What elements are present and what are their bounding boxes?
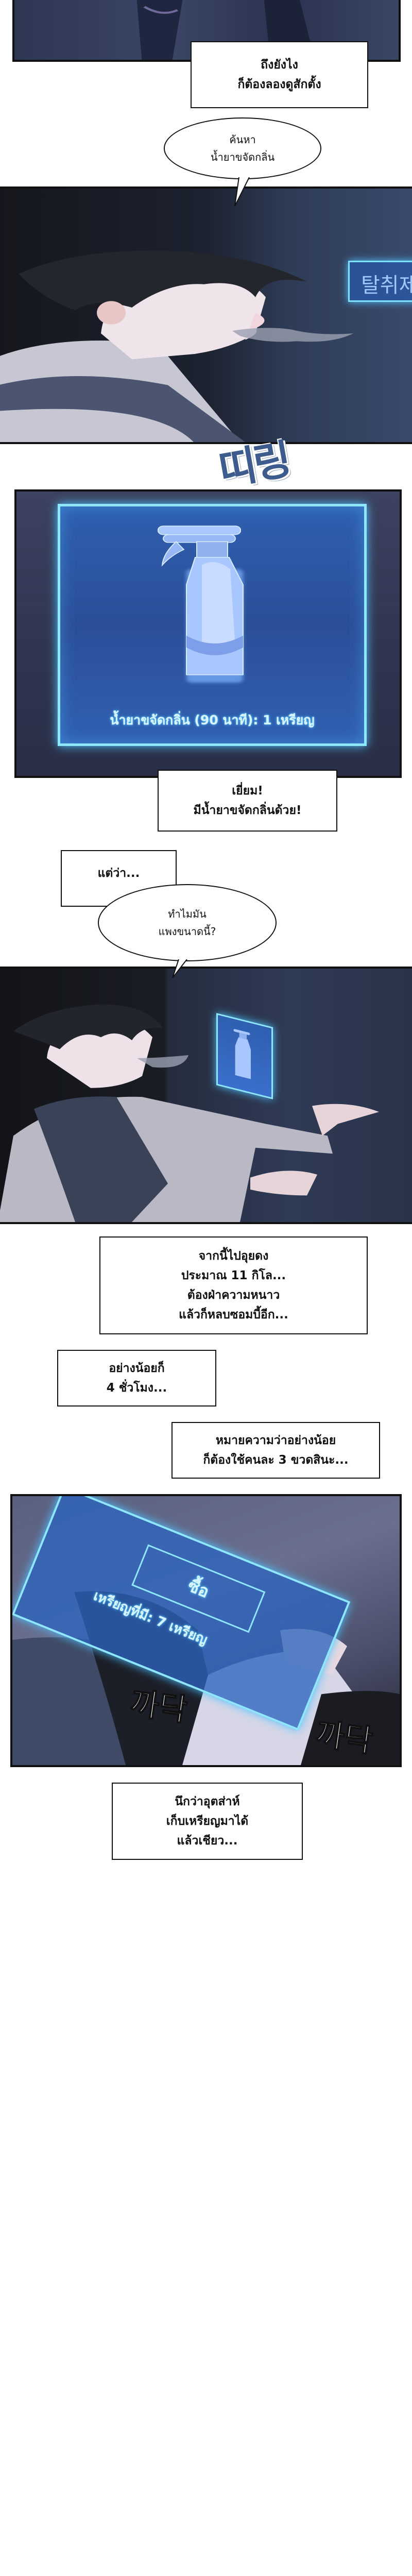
sfx-text: 까닥 [313,1716,375,1760]
caption-box: อย่างน้อยก็ 4 ชั่วโมง... [57,1350,216,1406]
caption-line: เยี่ยม! [232,784,263,798]
man-illustration [0,250,353,442]
speech-bubble: ค้นหา น้ำยาขจัดกลิ่น [164,117,321,179]
speech-bubble-tail [234,177,250,207]
man-illustration [0,1004,379,1222]
sfx-text: 띠링 [215,435,293,495]
caption-line: ต้องฝ่าความหนาว [187,1289,280,1302]
sfx-shake: 까닥 [128,1678,190,1731]
caption-line: แต่ว่า... [97,867,140,880]
speech-bubble-tail [172,959,187,978]
caption-box: นึกว่าอุตส่าห์ เก็บเหรียญมาได้ แล้วเชียว… [112,1783,303,1860]
panel-shop-item: น้ำยาขจัดกลิ่น (90 นาที): 1 เหรียญ [14,489,402,778]
caption-line: จากนี้ไปอุยดง [198,1249,269,1263]
sfx-ding: 띠링 [215,435,293,495]
caption-line: ก็ต้องใช้คนละ 3 ขวดสินะ... [203,1453,349,1467]
caption-line: 4 ชั่วโมง... [106,1381,167,1395]
mini-hologram-window [216,1013,273,1099]
caption-box: ถึงยังไง ก็ต้องลองดูสักตั้ง [191,41,368,108]
panel-man-profile: 탈취제 [0,187,412,444]
panel-man-hologram [0,967,412,1224]
sfx-text: 까닥 [128,1685,190,1730]
bubble-line: น้ำยาขจัดกลิ่น [210,151,275,163]
panel-purchase: ซื้อ เหรียญที่มี: 7 เหรียญ 까닥 까닥 [10,1494,402,1767]
korean-sign: 탈취제 [348,261,412,302]
caption-box: หมายความว่าอย่างน้อย ก็ต้องใช้คนละ 3 ขวด… [171,1422,380,1479]
buy-label: ซื้อ [185,1575,212,1602]
speech-bubble: ทำไมมัน แพงขนาดนี้? [98,884,277,961]
bubble-line: แพงขนาดนี้? [158,925,216,938]
shop-item-window: น้ำยาขจัดกลิ่น (90 นาที): 1 เหรียญ [58,504,367,746]
caption-line: ถึงยังไง [261,58,298,72]
bubble-line: ทำไมมัน [168,908,207,920]
caption-line: ประมาณ 11 กิโล... [181,1269,286,1282]
caption-box: เยี่ยม! มีน้ำยาขจัดกลิ่นด้วย! [158,770,337,832]
caption-line: ก็ต้องลองดูสักตั้ง [237,78,321,91]
caption-box: แต่ว่า... [61,850,177,907]
caption-line: แล้วก็หลบซอมบี้อีก... [179,1308,288,1321]
caption-line: มีน้ำยาขจัดกลิ่นด้วย! [193,804,302,817]
caption-line: หมายความว่าอย่างน้อย [215,1434,336,1447]
caption-line: เก็บเหรียญมาได้ [166,1815,249,1828]
spray-bottle-icon [158,526,244,683]
sign-label: 탈취제 [361,274,412,297]
caption-line: แล้วเชียว... [177,1834,238,1848]
spray-bottle-icon [233,1029,251,1079]
sfx-shake: 까닥 [313,1709,375,1761]
shop-item-label[interactable]: น้ำยาขจัดกลิ่น (90 นาที): 1 เหรียญ [110,713,315,727]
caption-line: อย่างน้อยก็ [109,1362,165,1375]
webtoon-page: ถึงยังไง ก็ต้องลองดูสักตั้ง ค้นหา น้ำยาข… [0,0,412,1860]
bubble-line: ค้นหา [229,133,256,146]
legs-illustration [136,0,331,60]
caption-line: นึกว่าอุตส่าห์ [175,1795,240,1808]
caption-box: จากนี้ไปอุยดง ประมาณ 11 กิโล... ต้องฝ่าค… [99,1236,368,1334]
